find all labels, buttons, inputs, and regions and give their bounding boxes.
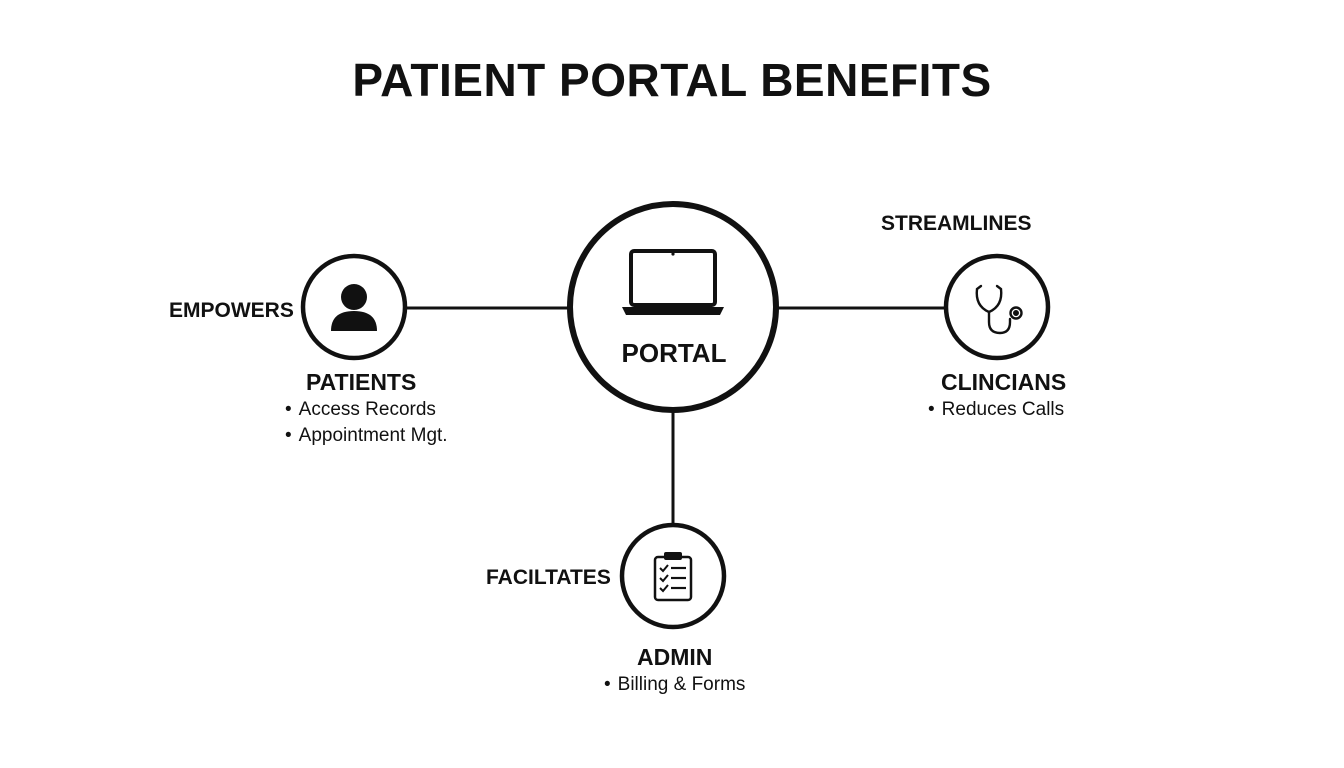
stethoscope-icon: [975, 284, 1023, 335]
admin-node: [619, 522, 727, 630]
clinicians-title: CLINCIANS: [941, 369, 1067, 395]
portal-label: PORTAL: [621, 338, 727, 368]
clinicians-verb-label: STREAMLINES: [881, 212, 1032, 235]
list-item: Billing & Forms: [604, 672, 746, 698]
list-item: Appointment Mgt.: [285, 423, 448, 449]
patients-title: PATIENTS: [306, 369, 417, 395]
admin-bullet-list: Billing & Forms: [604, 672, 746, 698]
laptop-icon: [622, 249, 724, 315]
clinicians-bullet-list: Reduces Calls: [928, 397, 1065, 423]
patients-verb-label: EMPOWERS: [169, 299, 294, 322]
list-item: Access Records: [285, 397, 448, 423]
patients-bullet-list: Access Records Appointment Mgt.: [285, 397, 448, 449]
diagram-title: PATIENT PORTAL BENEFITS: [352, 54, 992, 106]
admin-title: ADMIN: [637, 644, 713, 670]
admin-verb-label: FACILTATES: [486, 566, 611, 589]
list-item: Reduces Calls: [928, 397, 1065, 423]
clipboard-icon: [653, 552, 693, 602]
person-icon: [331, 284, 377, 331]
